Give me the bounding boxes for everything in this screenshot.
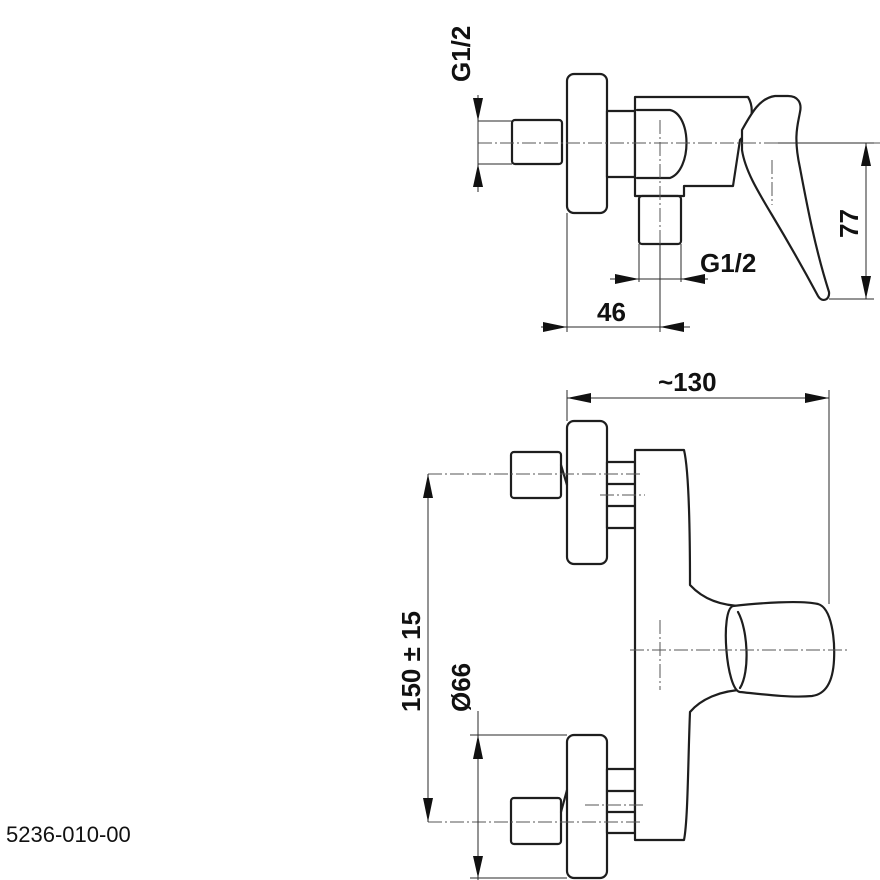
side-mixer-body bbox=[633, 95, 753, 198]
front-view: ~130 150 ± 15 Ø66 bbox=[396, 367, 850, 880]
dim-escutcheon-diameter: Ø66 bbox=[446, 663, 476, 712]
dim-overall-depth: ~130 bbox=[658, 367, 717, 397]
drawing-code: 5236-010-00 bbox=[6, 822, 131, 847]
dim-centre-distance: 150 ± 15 bbox=[396, 611, 426, 712]
front-lever bbox=[724, 601, 836, 698]
side-lever-handle bbox=[740, 94, 831, 302]
side-view: G1/2 G1/2 46 77 bbox=[446, 26, 880, 332]
front-upper-escutcheon bbox=[565, 419, 609, 566]
dim-lever-height: 77 bbox=[834, 209, 864, 238]
front-lower-connector bbox=[509, 796, 563, 846]
front-upper-connector bbox=[509, 450, 563, 500]
dim-outlet-thread: G1/2 bbox=[700, 248, 756, 278]
side-spacer bbox=[605, 109, 637, 179]
dim-inlet-thread: G1/2 bbox=[446, 26, 476, 82]
side-inlet-connector bbox=[510, 118, 564, 166]
front-lower-escutcheon bbox=[565, 733, 609, 880]
dim-outlet-offset: 46 bbox=[597, 297, 626, 327]
